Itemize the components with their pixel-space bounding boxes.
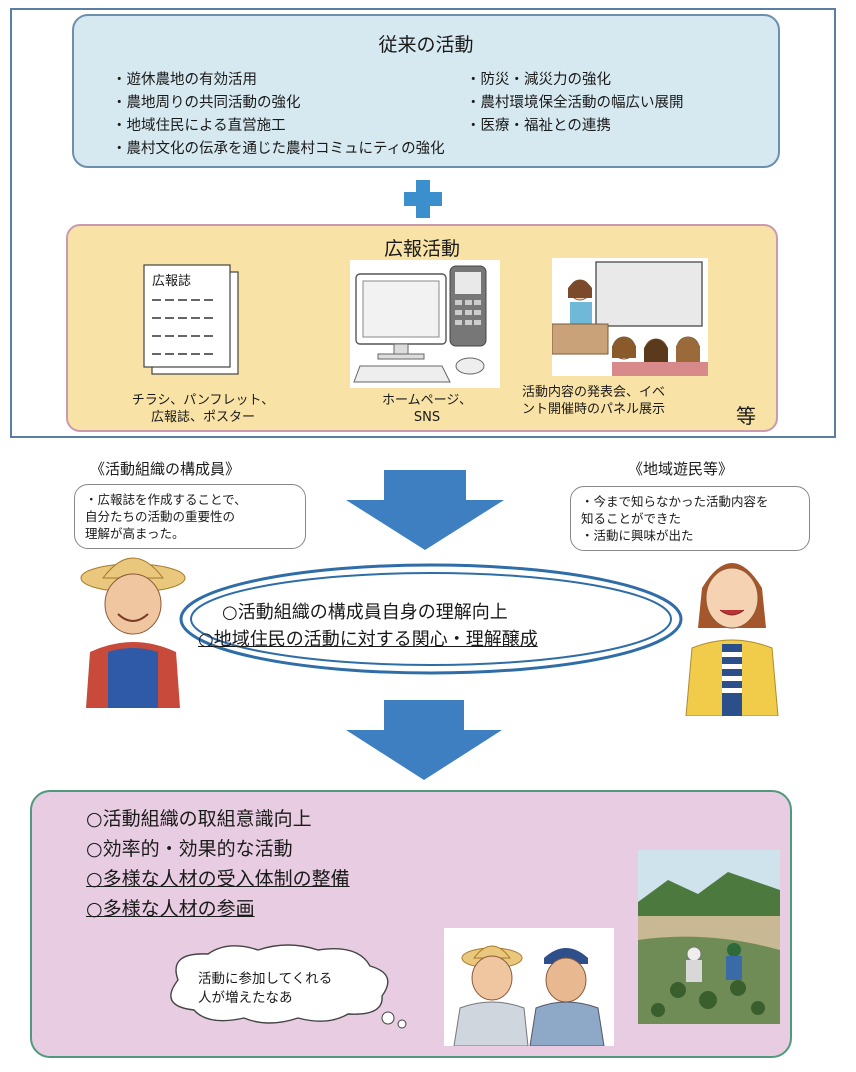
top-frame [10, 8, 836, 438]
result-item: ○多様な人材の受入体制の整備 [86, 868, 350, 890]
traditional-title: 従来の活動 [378, 34, 474, 56]
center-text-line: ○活動組織の構成員自身の理解向上 [222, 602, 508, 623]
traditional-item: ・防災・減災力の強化 [466, 72, 611, 88]
two-men-illustration [444, 928, 614, 1046]
result-item: ○活動組織の取組意識向上 [86, 808, 312, 830]
residents-speech-bubble: ・今まで知らなかった活動内容を 知ることができた ・活動に興味が出た [570, 486, 810, 551]
pr-caption: チラシ、パンフレット、 広報誌、ポスター [118, 392, 288, 426]
woman-illustration [685, 563, 779, 716]
traditional-item: ・遊休農地の有効活用 [112, 72, 257, 88]
bubble-line: ・今まで知らなかった活動内容を [581, 494, 769, 509]
traditional-item: ・農村文化の伝承を通じた農村コミュにティの強化 [112, 141, 445, 157]
traditional-item: ・農村環境保全活動の幅広い展開 [466, 95, 684, 111]
center-ellipse [179, 563, 683, 675]
traditional-item: ・医療・福祉との連携 [466, 118, 611, 134]
thought-line: 人が増えたなあ [198, 990, 293, 1006]
bubble-line: 理解が高まった。 [85, 526, 185, 541]
magazine-illustration [143, 264, 239, 375]
down-arrow-icon [346, 700, 502, 780]
plus-icon [404, 180, 442, 218]
pr-caption: 活動内容の発表会、イベ ント開催時のパネル展示 [522, 384, 722, 418]
magazine-label: 広報誌 [152, 274, 192, 289]
pr-caption-line: 活動内容の発表会、イベ [522, 385, 666, 400]
computer-phone-illustration [350, 260, 500, 388]
center-text-line: ○地域住民の活動に対する関心・理解醸成 [198, 629, 538, 650]
field-photo [638, 850, 780, 1024]
bubble-line: ・広報誌を作成することで、 [85, 492, 247, 507]
pr-caption-line: チラシ、パンフレット、 [131, 393, 275, 408]
thought-cloud [170, 944, 407, 1029]
members-speech-bubble: ・広報誌を作成することで、 自分たちの活動の重要性の 理解が高まった。 [74, 484, 306, 549]
pr-caption-line: SNS [413, 410, 441, 425]
bubble-line: ・活動に興味が出た [581, 528, 694, 543]
bubble-line: 自分たちの活動の重要性の [85, 509, 236, 524]
farmer-illustration [80, 557, 186, 708]
etc-label: 等 [736, 404, 756, 428]
down-arrow-icon [346, 470, 504, 550]
traditional-activities-box: 従来の活動 ・遊休農地の有効活用 ・農地周りの共同活動の強化 ・地域住民による直… [72, 14, 780, 168]
thought-line: 活動に参加してくれる [198, 971, 333, 987]
pr-caption: ホームページ、 SNS [342, 392, 512, 426]
pr-activities-box: 広報活動 広報誌 [66, 224, 778, 432]
result-item: ○多様な人材の参画 [86, 898, 255, 920]
pr-caption-line: ント開催時のパネル展示 [522, 402, 666, 417]
bubble-line: 知ることができた [581, 511, 682, 526]
traditional-item: ・地域住民による直営施工 [112, 118, 286, 134]
result-item: ○効率的・効果的な活動 [86, 838, 293, 860]
thought-text: 活動に参加してくれる 人が増えたなあ [198, 970, 332, 1008]
result-box: ○活動組織の取組意識向上 ○効率的・効果的な活動 ○多様な人材の受入体制の整備 … [30, 790, 792, 1058]
pr-title: 広報活動 [383, 238, 460, 260]
traditional-item: ・農地周りの共同活動の強化 [112, 95, 301, 111]
pr-caption-line: 広報誌、ポスター [150, 410, 255, 425]
residents-label: 《地域遊民等》 [628, 460, 734, 478]
presentation-illustration [552, 258, 708, 376]
pr-caption-line: ホームページ、 [382, 393, 472, 408]
members-label: 《活動組織の構成員》 [90, 460, 241, 478]
